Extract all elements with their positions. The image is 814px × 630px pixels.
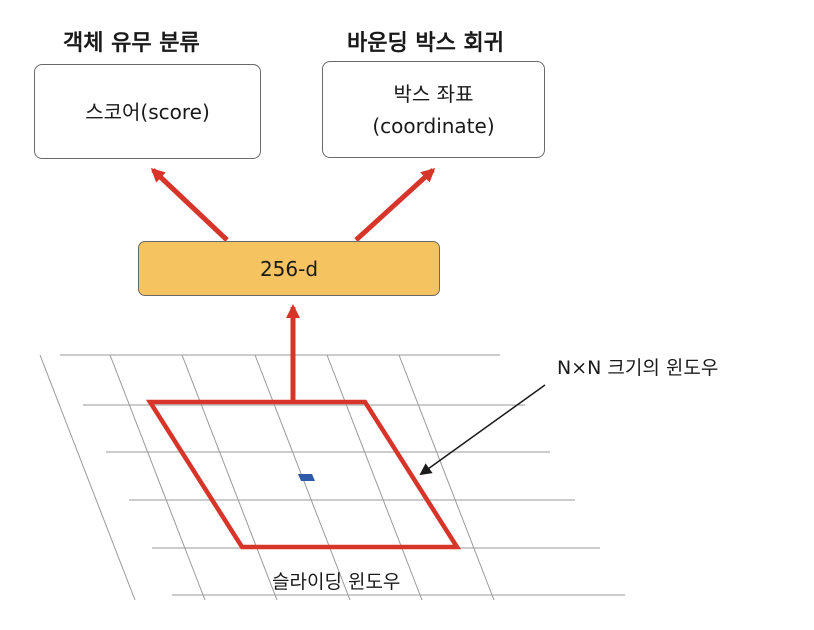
coordinate-label-line2: (coordinate) (372, 113, 495, 138)
score-label: 스코어(score) (85, 99, 210, 124)
feature-map-grid (39, 354, 625, 601)
arrow-feature-to-score (150, 167, 229, 242)
arrow-feature-to-coordinate (354, 167, 436, 242)
sliding-window-label: 슬라이딩 윈도우 (272, 571, 401, 593)
feature-vector-box: 256-d (138, 241, 440, 296)
sliding-window-outline (145, 399, 462, 550)
window-pointer-arrow (419, 384, 546, 476)
anchor-point (298, 474, 315, 481)
feature-vector-label: 256-d (259, 256, 319, 281)
score-box: 스코어(score) (34, 64, 261, 159)
classification-heading: 객체 유무 분류 (63, 31, 200, 56)
coordinate-label-line1: 박스 좌표 (393, 81, 474, 106)
window-size-label: N×N 크기의 윈도우 (557, 357, 719, 379)
coordinate-box: 박스 좌표 (coordinate) (322, 61, 545, 158)
regression-heading: 바운딩 박스 회귀 (347, 31, 504, 56)
